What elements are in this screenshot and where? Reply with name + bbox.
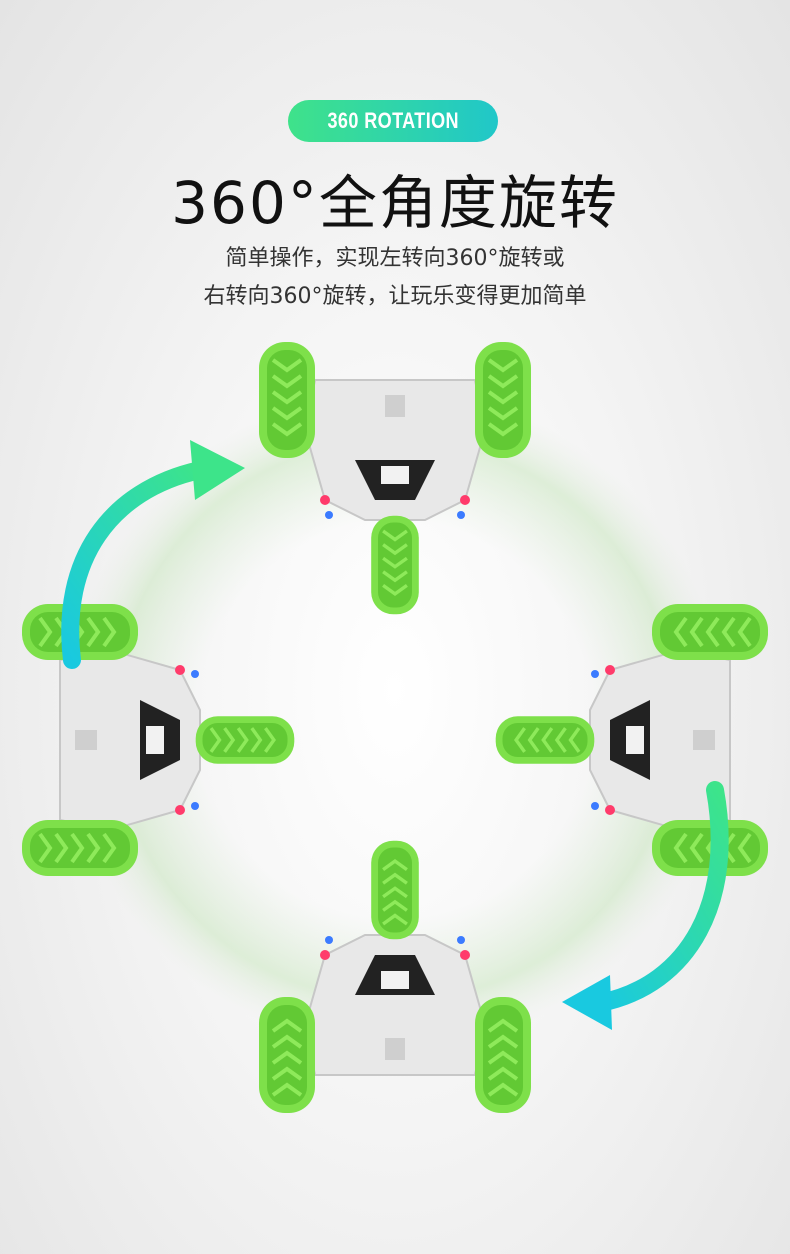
rotate-arrow-icon (562, 781, 729, 1030)
description-line-2: 右转向360°旋转，让玩乐变得更加简单 (203, 284, 587, 309)
rotation-badge: 360 ROTATION (288, 100, 498, 142)
page-title: 360°全角度旋转 (171, 169, 619, 237)
description-line-1: 简单操作，实现左转向360°旋转或 (225, 246, 565, 271)
badge-label: 360 ROTATION (327, 108, 459, 133)
rotate-arrow-icon (61, 440, 245, 669)
